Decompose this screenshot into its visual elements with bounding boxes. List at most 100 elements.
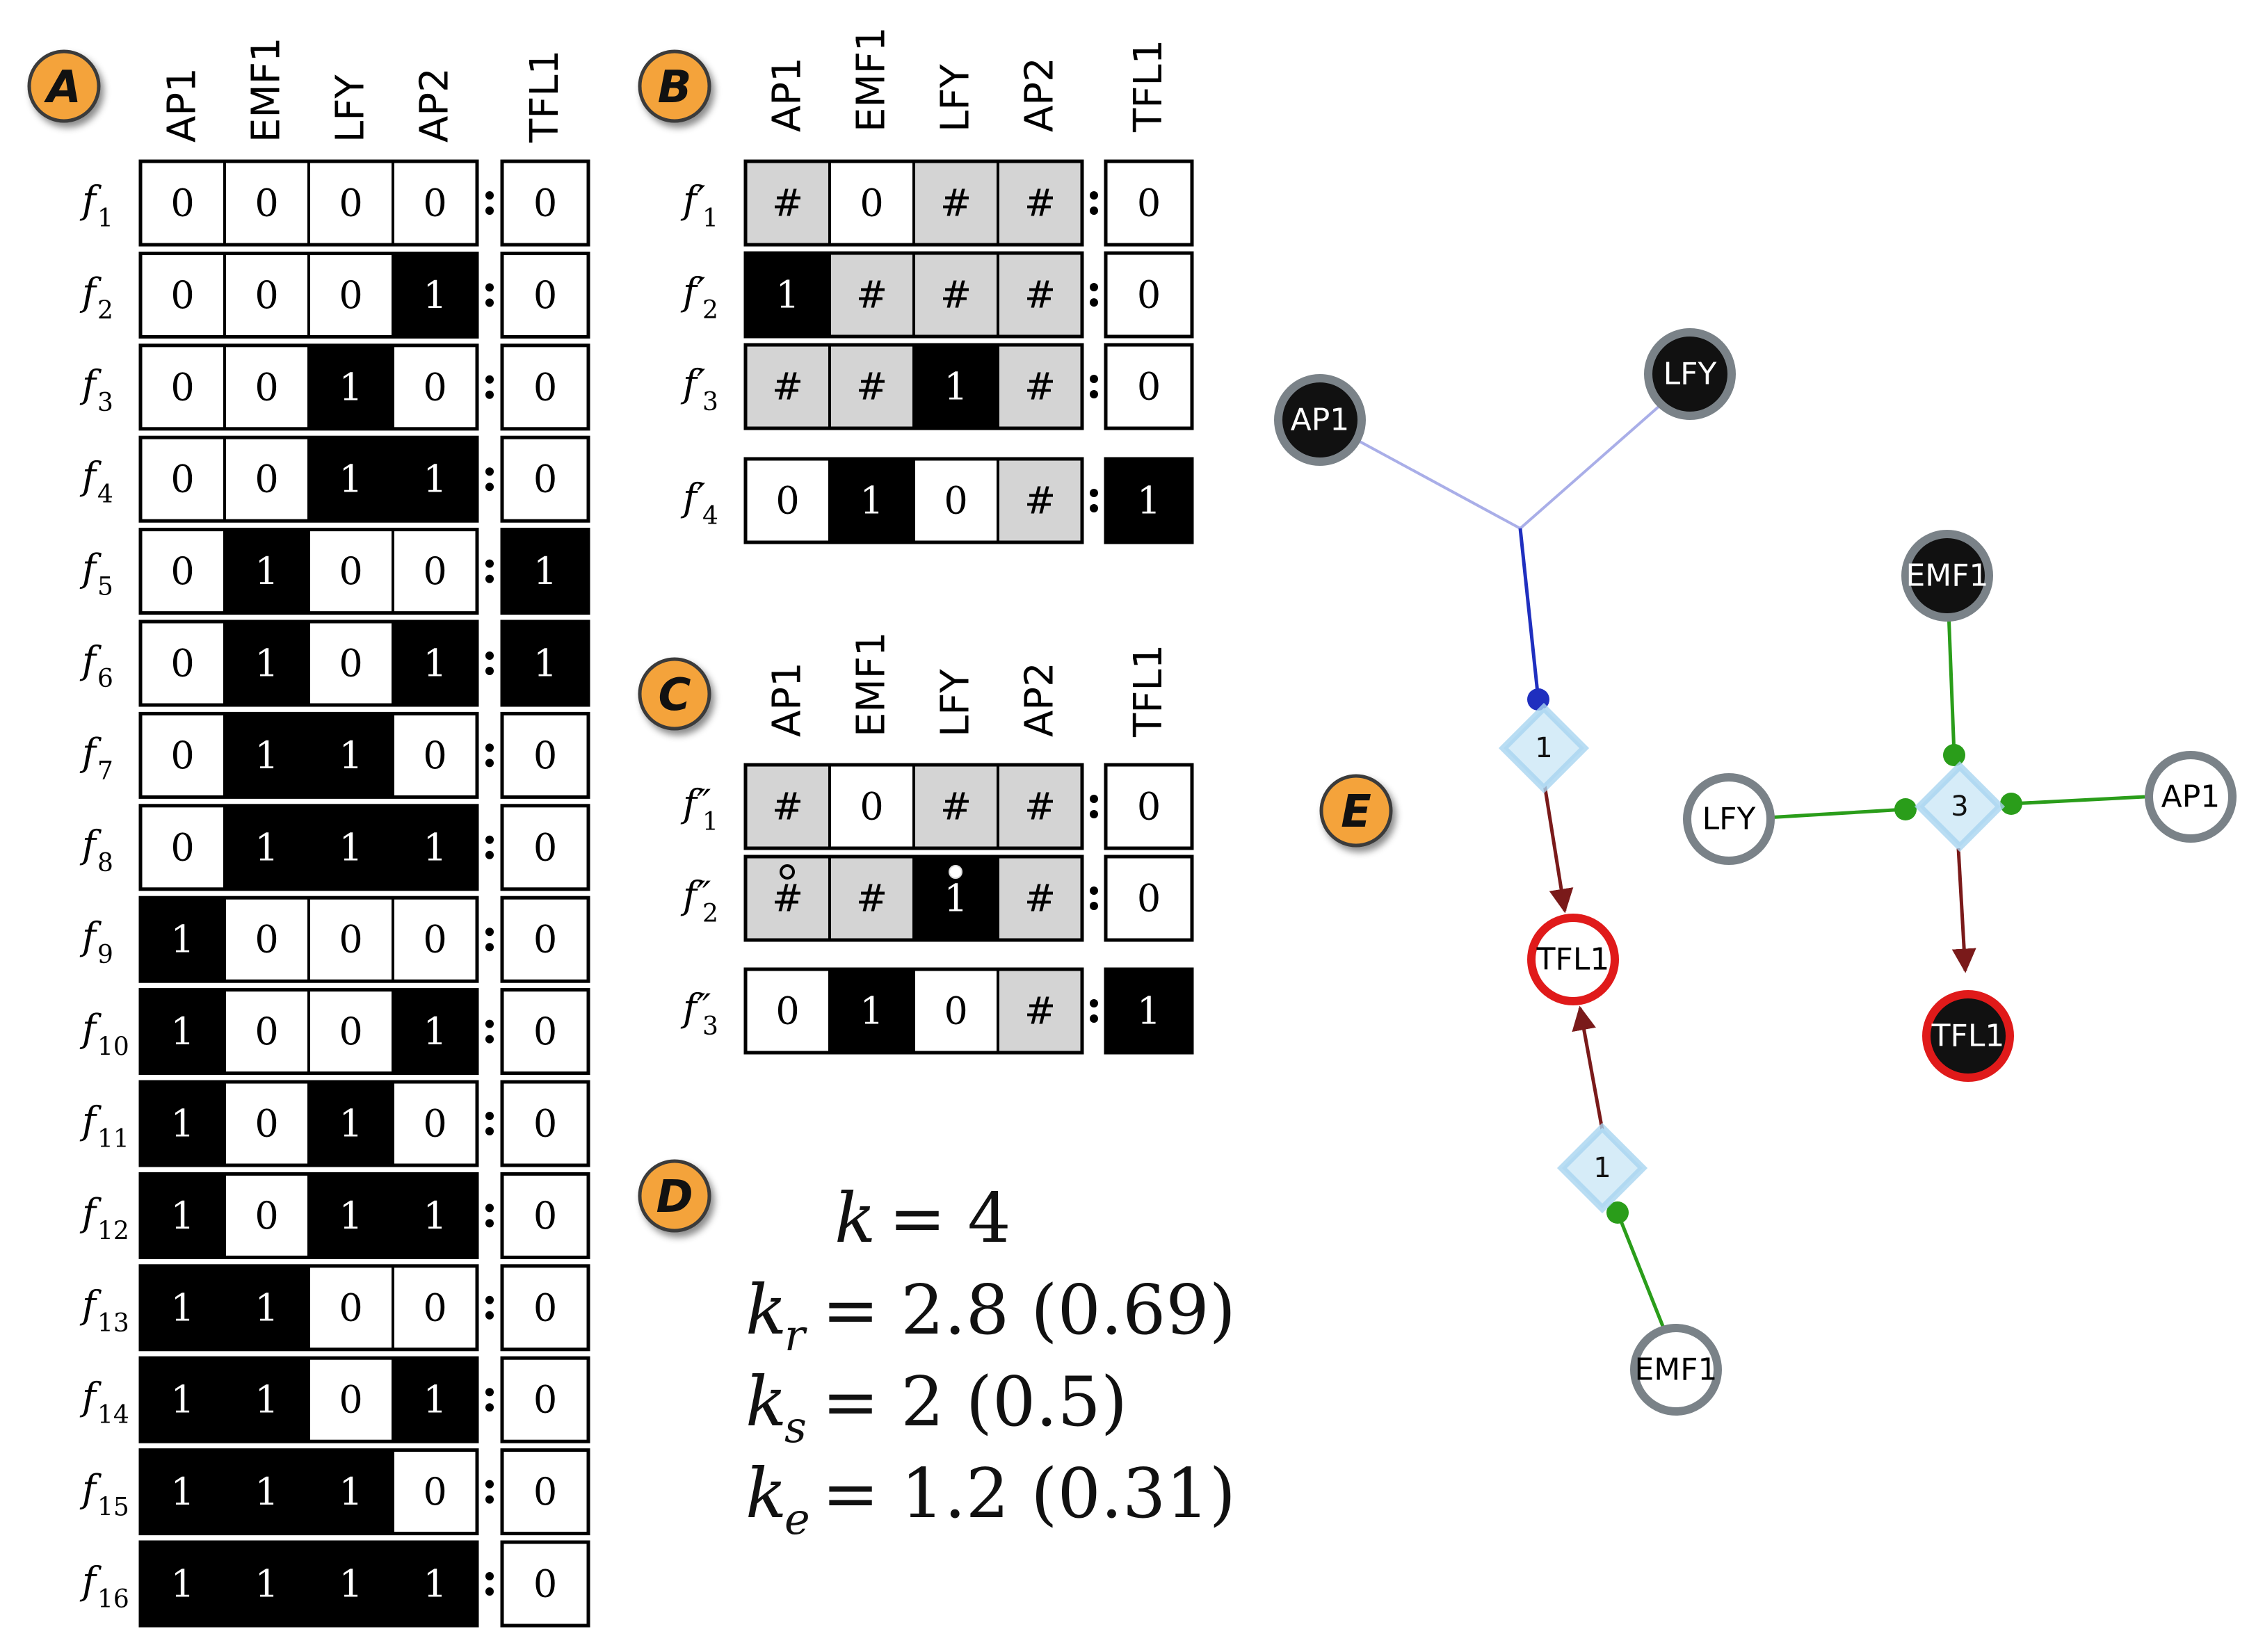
row-border bbox=[138, 1448, 479, 1536]
table-cell-value: 1 bbox=[423, 1194, 446, 1238]
table-cell-value: 1 bbox=[423, 1010, 446, 1053]
table-row: f″2##1#0 bbox=[680, 855, 1194, 942]
table-cell-value: 1 bbox=[423, 273, 446, 317]
table-cell bbox=[307, 804, 394, 891]
output-cell-value: 0 bbox=[533, 457, 557, 501]
table-cell-value: 0 bbox=[255, 181, 278, 225]
column-header-emf1: EMF1 bbox=[244, 37, 289, 143]
row-label-subscript: 12 bbox=[97, 1217, 129, 1245]
diamond-label: 1 bbox=[1593, 1152, 1611, 1184]
row-label: f′ bbox=[680, 476, 705, 519]
marker-circle bbox=[780, 864, 795, 880]
table-cell-value: # bbox=[772, 181, 803, 225]
row-border bbox=[743, 343, 1084, 430]
colon-dot bbox=[485, 467, 494, 476]
equation-rhs: = 2 (0.5) bbox=[822, 1363, 1127, 1442]
column-header-ap1: AP1 bbox=[765, 662, 810, 737]
column-header-target: TFL1 bbox=[1126, 40, 1171, 133]
colon-dot bbox=[485, 743, 494, 752]
colon-dot bbox=[1090, 489, 1098, 497]
table-cell-value: 1 bbox=[255, 1286, 278, 1329]
table-cell-value: 1 bbox=[339, 734, 362, 777]
colon-dot bbox=[1090, 390, 1098, 398]
colon-dot bbox=[485, 928, 494, 937]
table-cell-value: 1 bbox=[944, 365, 967, 409]
row-border bbox=[138, 620, 479, 707]
row-border bbox=[138, 896, 479, 983]
row-label-subscript: 13 bbox=[97, 1309, 129, 1338]
table-cell-value: 0 bbox=[860, 785, 883, 829]
colon-dot bbox=[485, 206, 494, 215]
output-cell-value: 0 bbox=[533, 181, 557, 225]
output-cell bbox=[1104, 457, 1194, 544]
row-border bbox=[138, 435, 479, 523]
panel-badge-label: A bbox=[43, 62, 81, 113]
row-label-subscript: 2 bbox=[97, 296, 113, 325]
edge-end-dot bbox=[2000, 793, 2022, 815]
colon-dot bbox=[485, 1035, 494, 1044]
row-label-subscript: 2 bbox=[702, 900, 718, 928]
output-cell-value: 0 bbox=[533, 1102, 557, 1146]
table-cell bbox=[744, 763, 831, 850]
colon-dot bbox=[485, 1219, 494, 1228]
row-border bbox=[743, 967, 1084, 1055]
table-cell-value: 1 bbox=[339, 825, 362, 869]
row-label-subscript: 1 bbox=[702, 808, 718, 836]
table-cell bbox=[392, 712, 478, 799]
output-cell-value: 0 bbox=[533, 1470, 557, 1514]
colon-dot bbox=[485, 390, 494, 399]
equation-rhs: = 2.8 (0.69) bbox=[822, 1271, 1236, 1350]
colon-dot bbox=[485, 1495, 494, 1504]
output-cell bbox=[500, 1172, 590, 1259]
edge-ap1-d3 bbox=[2011, 795, 2145, 806]
equation-rhs: = 1.2 (0.31) bbox=[822, 1455, 1236, 1534]
output-cell-value: 0 bbox=[533, 365, 557, 409]
gene-node bbox=[1274, 374, 1366, 466]
equation-symbol: k bbox=[746, 1363, 787, 1442]
row-border bbox=[743, 457, 1084, 544]
table-cell-value: # bbox=[1024, 479, 1056, 523]
table-cell-value: 1 bbox=[339, 1470, 362, 1514]
equation-subscript: s bbox=[784, 1402, 807, 1452]
row-border bbox=[138, 988, 479, 1076]
table-cell-value: 0 bbox=[775, 989, 799, 1033]
edge-hub-diamond bbox=[1518, 528, 1540, 700]
table-cell bbox=[828, 343, 915, 430]
table-cell bbox=[392, 1541, 478, 1627]
table-cell bbox=[828, 763, 915, 850]
colon-dot bbox=[485, 1311, 494, 1320]
arrow-diamond-tfl1-bottom bbox=[1572, 1005, 1606, 1138]
table-cell bbox=[139, 804, 226, 891]
gene-node-label: LFY bbox=[1663, 357, 1717, 392]
column-header-lfy: LFY bbox=[933, 669, 978, 737]
row-label: f′ bbox=[680, 178, 705, 222]
output-cell bbox=[500, 1080, 590, 1167]
output-cell-value: 0 bbox=[533, 1562, 557, 1606]
colon-dot bbox=[1090, 191, 1098, 200]
table-cell-value: 1 bbox=[255, 1470, 278, 1514]
table-cell-value: 0 bbox=[170, 734, 194, 777]
colon-dot bbox=[1090, 504, 1098, 512]
table-cell-value: 0 bbox=[170, 642, 194, 686]
gene-node-label: EMF1 bbox=[1634, 1352, 1717, 1388]
table-cell bbox=[139, 988, 226, 1075]
colon-dot bbox=[1090, 283, 1098, 291]
row-label: f′ bbox=[680, 270, 705, 314]
table-cell-value: 0 bbox=[255, 457, 278, 501]
gene-node bbox=[1922, 990, 2014, 1082]
table-cell-value: # bbox=[1024, 365, 1056, 409]
table-cell-value: # bbox=[1024, 181, 1056, 225]
colon-dot bbox=[1090, 795, 1098, 803]
table-cell-value: 1 bbox=[339, 1102, 362, 1146]
table-cell-value: 0 bbox=[423, 365, 446, 409]
table-cell bbox=[307, 1080, 394, 1167]
table-cell-value: 0 bbox=[255, 1010, 278, 1053]
row-border bbox=[138, 1540, 479, 1628]
output-cell bbox=[500, 251, 590, 339]
colon-dot bbox=[485, 651, 494, 660]
